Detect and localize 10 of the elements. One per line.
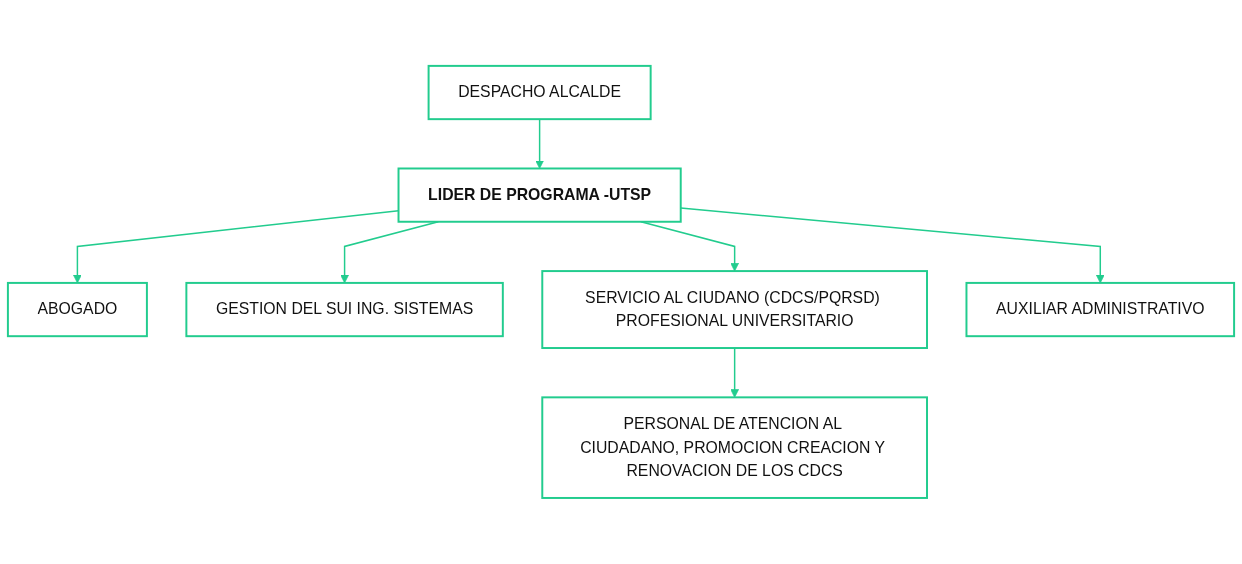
node-box: AUXILIAR ADMINISTRATIVO	[965, 282, 1236, 338]
arrow	[730, 347, 739, 398]
node-box: GESTION DEL SUI ING. SISTEMAS	[185, 282, 504, 338]
node-box: PERSONAL DE ATENCION AL CIUDADANO, PROMOCION CREACION Y RENOVACION DE LOS CDCS	[541, 396, 928, 499]
node-box: LIDER DE PROGRAMA -UTSP	[397, 167, 682, 223]
node-box: DESPACHO ALCALDE	[427, 64, 652, 121]
arrow	[680, 207, 1105, 284]
arrow	[535, 118, 544, 169]
node-box: ABOGADO	[6, 282, 148, 338]
node-box: SERVICIO AL CIUDANO (CDCS/PQRSD) PROFESIONAL UNIVERSITARIO	[541, 270, 928, 350]
